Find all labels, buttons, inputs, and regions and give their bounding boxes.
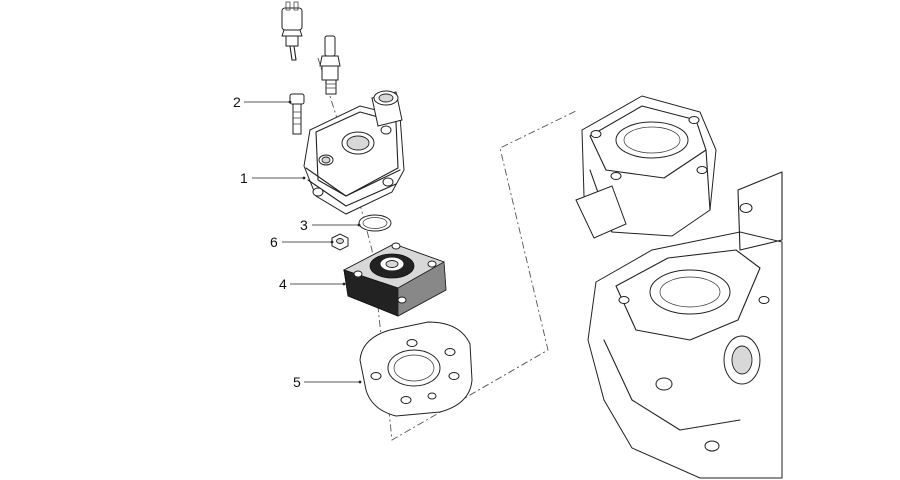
callout-numbers: 2 1 3 6 4 5 [233,94,308,390]
callout-3: 3 [300,217,308,233]
gasket-part-5 [359,321,473,417]
o-ring-part-3 [358,214,392,232]
cylinder-head-part-1 [303,90,405,215]
crankcase-assembly [587,171,783,479]
bolt-part-2 [289,93,305,135]
callout-6: 6 [270,234,278,250]
temperature-sensor [281,1,303,61]
nut-part-6 [331,233,349,251]
cylinder-assembly [575,95,717,239]
callout-2: 2 [233,94,241,110]
head-insert-part-4 [342,242,447,317]
callout-leaders [244,100,362,384]
assembly-guide-lines [317,57,579,441]
callout-5: 5 [293,374,301,390]
callout-4: 4 [279,276,287,292]
spark-plug [319,35,341,95]
callout-1: 1 [240,170,248,186]
